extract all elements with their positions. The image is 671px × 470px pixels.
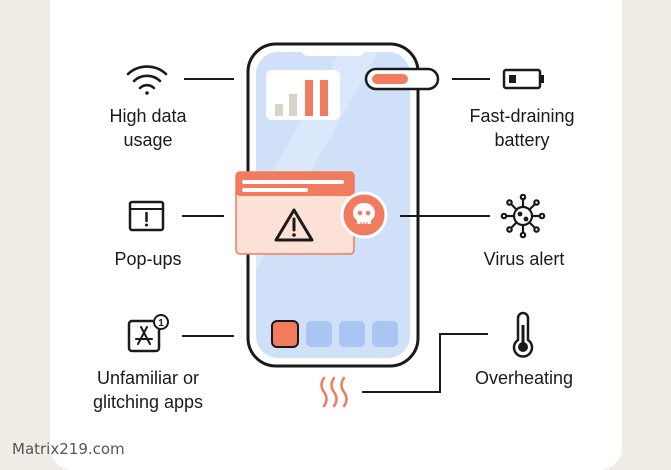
usage-bar-2 [289,94,297,116]
label-high-data-usage: High data usage [109,106,187,150]
popup-alert-icon [128,200,165,232]
wifi-icon [126,65,168,95]
app-store-icon: 1 [127,314,169,353]
label-overheating: Overheating [474,368,574,388]
phone-battery-indicator [364,67,440,91]
app-icon [306,321,332,347]
notification-badge-count: 1 [158,318,164,329]
label-unfamiliar-apps: Unfamiliar or glitching apps [92,368,204,412]
app-icon [339,321,365,347]
low-battery-icon [502,68,544,90]
app-dock [271,320,398,348]
heat-waves-icon [320,376,348,408]
data-usage-widget [266,70,340,120]
label-pop-ups: Pop-ups [114,249,182,269]
thermometer-icon [512,311,534,358]
popup-window [235,171,355,255]
connector-lines [182,78,490,393]
watermark: Matrix219.com [12,440,125,458]
skull-icon [353,203,375,225]
label-virus-alert: Virus alert [483,249,565,269]
usage-bar-4 [320,80,328,116]
app-icon [372,321,398,347]
unfamiliar-app-icon [271,320,299,348]
usage-bar-3 [305,80,313,116]
label-fast-draining-battery: Fast-draining battery [469,106,575,150]
notification-badge [153,314,169,330]
skull-badge [340,191,388,239]
usage-bar-1 [275,104,283,116]
warning-icon [274,208,314,242]
virus-icon [500,193,546,239]
